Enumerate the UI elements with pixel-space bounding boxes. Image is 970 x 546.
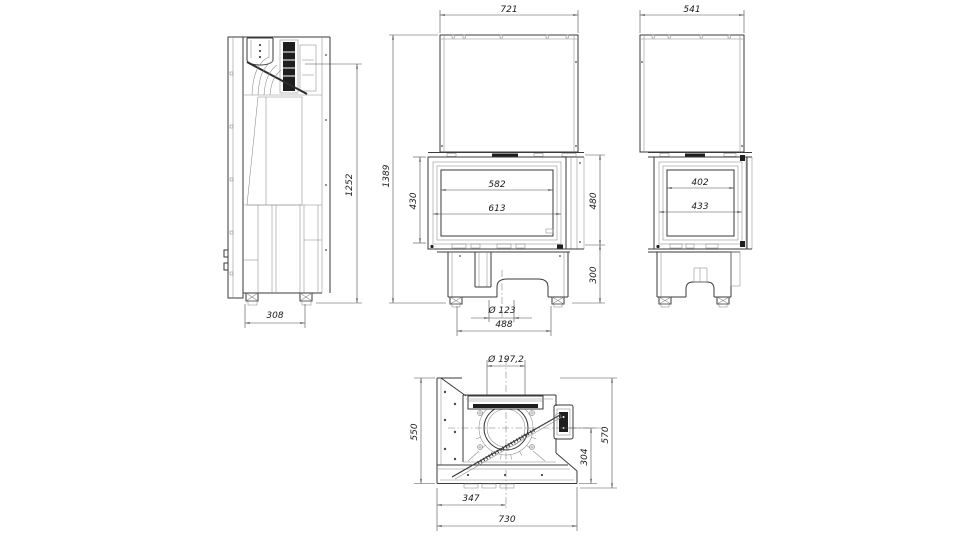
dim-side-height-label: 1252 [345, 173, 355, 196]
dim-top-overall-width: 730 [436, 487, 578, 531]
side-flue-collar [246, 37, 274, 66]
dim-top-left-to-axis: 347 [436, 488, 507, 531]
side-feet [245, 292, 313, 306]
top-side-glass-panel [436, 377, 467, 484]
dim-front-door-height-label: 430 [409, 192, 419, 209]
dim-top-overall-depth: 570 [560, 377, 617, 489]
side-view: 1252 308 [223, 36, 362, 328]
top-centerlines [448, 358, 603, 509]
dim-right-glass-width: 402 [666, 178, 735, 189]
dim-front-width-label: 721 [500, 5, 517, 15]
dim-top-flue-diameter-label: Ø 197,2 [487, 354, 524, 365]
dim-top-axis-to-front: 304 [560, 427, 597, 484]
dim-front-glass-width-label: 582 [488, 180, 505, 190]
dim-front-base-height: 300 [572, 244, 605, 304]
dim-top-overall-depth-label: 570 [601, 426, 611, 443]
front-door [427, 156, 585, 250]
right-hood [639, 34, 745, 153]
dim-front-firebox-height-label: 480 [589, 192, 599, 209]
dim-front-air-inlet: Ø 123 [471, 300, 532, 322]
dim-top-left-to-axis-label: 347 [462, 494, 479, 504]
top-damper-rod [451, 413, 563, 480]
dim-side-base-depth-label: 308 [266, 311, 283, 321]
top-view: Ø 197,2 550 570 304 347 730 [410, 354, 617, 531]
front-pedestal [437, 251, 570, 322]
side-lower-channels [243, 205, 322, 293]
side-mounting-panel [223, 36, 244, 299]
right-door [648, 155, 753, 250]
dim-top-axis-to-front-label: 304 [580, 448, 590, 465]
front-logo-plate [545, 228, 554, 234]
dim-right-door-width: 433 [658, 202, 743, 213]
front-door-glass [440, 169, 554, 237]
dim-side-base-depth: 308 [244, 304, 306, 328]
dim-right-glass-width-label: 402 [691, 178, 708, 188]
dim-top-side-depth-label: 550 [410, 423, 420, 440]
dim-top-flue-diameter: Ø 197,2 [486, 354, 526, 396]
dim-right-width-label: 541 [683, 5, 700, 15]
dim-front-firebox-height: 480 [585, 154, 605, 246]
dim-top-side-depth: 550 [410, 377, 435, 484]
right-side-view: 541 402 433 [639, 5, 753, 308]
dim-right-door-width-label: 433 [691, 202, 708, 212]
dim-front-door-height: 430 [409, 156, 426, 244]
side-strut-and-pipes [246, 56, 308, 96]
front-hood [439, 34, 579, 153]
dim-front-glass-width: 582 [440, 180, 554, 191]
side-body [243, 36, 331, 294]
dim-front-door-width: 613 [432, 204, 562, 215]
front-top-rail [428, 152, 584, 158]
front-view: 721 1389 430 582 613 480 300 Ø 123 [382, 5, 605, 336]
right-pedestal [648, 251, 741, 308]
dim-front-total-height: 1389 [382, 34, 446, 304]
right-top-rail [648, 152, 752, 158]
dim-right-width: 541 [639, 5, 745, 33]
dim-front-base-width-label: 488 [495, 320, 512, 330]
dim-side-height: 1252 [305, 63, 362, 304]
right-door-glass [666, 169, 735, 237]
dim-front-total-height-label: 1389 [382, 164, 392, 187]
dim-front-door-width-label: 613 [488, 204, 505, 214]
dim-front-base-height-label: 300 [589, 266, 599, 283]
top-handle-latch [553, 404, 574, 440]
dim-top-overall-width-label: 730 [498, 515, 515, 525]
side-firebox-profile [246, 96, 303, 206]
side-damper-unit [279, 39, 317, 94]
dim-front-base-width: 488 [456, 306, 552, 336]
top-flue-collar [467, 395, 546, 462]
dim-front-air-inlet-label: Ø 123 [487, 305, 515, 316]
dim-front-width: 721 [439, 5, 579, 33]
